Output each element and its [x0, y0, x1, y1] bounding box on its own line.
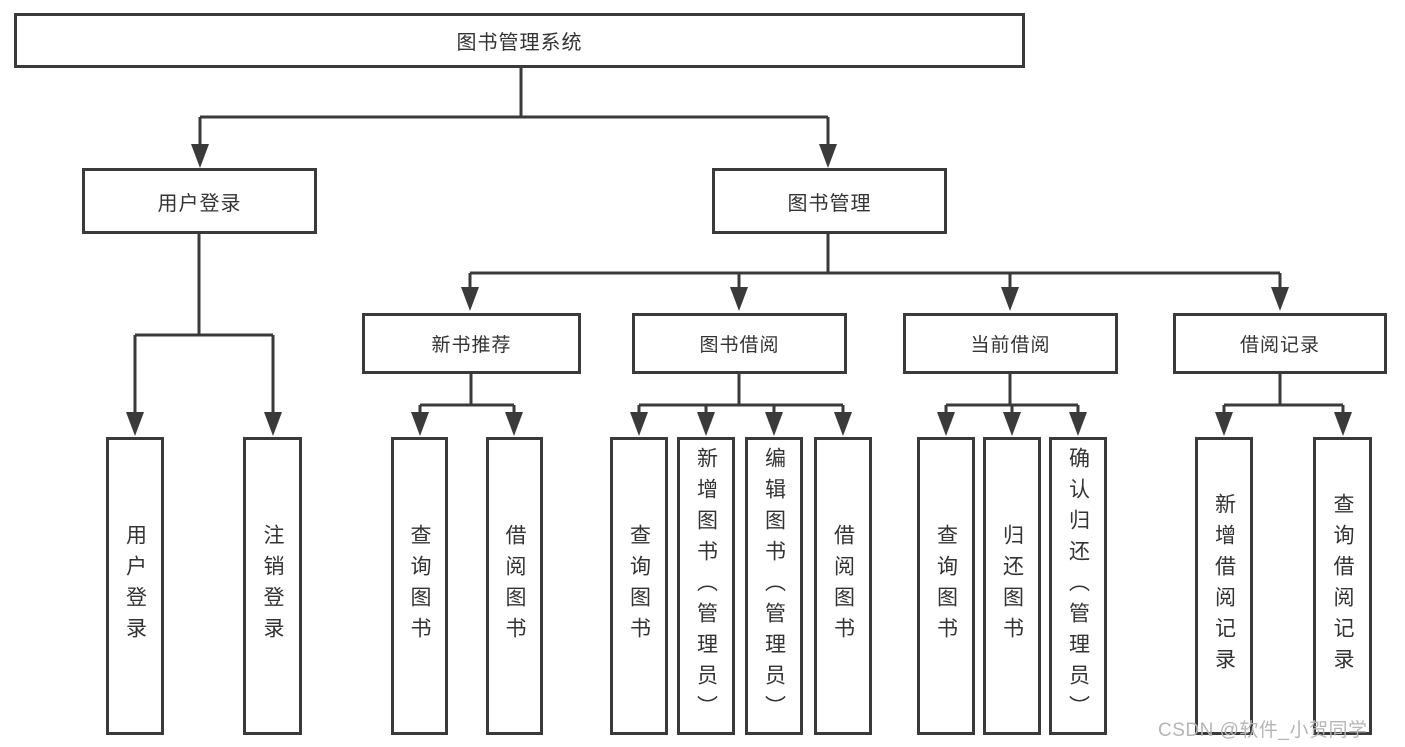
arrowheads [126, 144, 1352, 436]
leaf-label: 编辑图书（管理员） [762, 446, 786, 726]
leaf-label: 新增图书（管理员） [694, 446, 718, 726]
leaf-query-books-borrow: 查询图书 [610, 437, 668, 735]
leaf-label: 新增借阅记录 [1212, 493, 1236, 679]
node-current-borrowing: 当前借阅 [903, 313, 1118, 374]
leaf-label: 用户登录 [123, 524, 147, 648]
leaf-borrow-books-borrow: 借阅图书 [814, 437, 872, 735]
arrow-shafts [133, 117, 1345, 418]
leaf-label: 查询图书 [934, 524, 958, 648]
leaf-label: 查询图书 [408, 524, 431, 648]
node-borrow-records: 借阅记录 [1173, 313, 1387, 374]
leaf-label: 查询图书 [627, 524, 651, 648]
leaf-add-borrow-record: 新增借阅记录 [1195, 437, 1253, 735]
leaf-label: 注销登录 [261, 524, 284, 648]
node-book-management: 图书管理 [712, 168, 947, 234]
node-user-login: 用户登录 [82, 168, 317, 234]
leaf-label: 归还图书 [1000, 524, 1024, 648]
leaf-logout-login: 注销登录 [243, 437, 302, 735]
leaf-label: 借阅图书 [831, 524, 855, 648]
watermark: CSDN @软件_小贺同学 [1158, 720, 1368, 741]
leaf-confirm-return-admin: 确认归还（管理员） [1049, 437, 1107, 735]
branch-lines [135, 68, 1343, 407]
leaf-add-books-admin: 新增图书（管理员） [677, 437, 735, 735]
node-book-borrowing: 图书借阅 [632, 313, 847, 374]
leaf-query-books-newrec: 查询图书 [391, 437, 448, 735]
leaf-edit-books-admin: 编辑图书（管理员） [745, 437, 803, 735]
leaf-return-books: 归还图书 [983, 437, 1041, 735]
leaf-label: 借阅图书 [503, 524, 526, 648]
node-library-system: 图书管理系统 [14, 13, 1025, 68]
leaf-query-books-current: 查询图书 [917, 437, 975, 735]
leaf-query-borrow-record: 查询借阅记录 [1313, 437, 1372, 735]
node-new-book-recommend: 新书推荐 [362, 313, 581, 374]
leaf-borrow-books-newrec: 借阅图书 [486, 437, 543, 735]
leaf-label: 确认归还（管理员） [1066, 446, 1090, 726]
leaf-user-login: 用户登录 [106, 437, 164, 735]
leaf-label: 查询借阅记录 [1331, 493, 1354, 679]
